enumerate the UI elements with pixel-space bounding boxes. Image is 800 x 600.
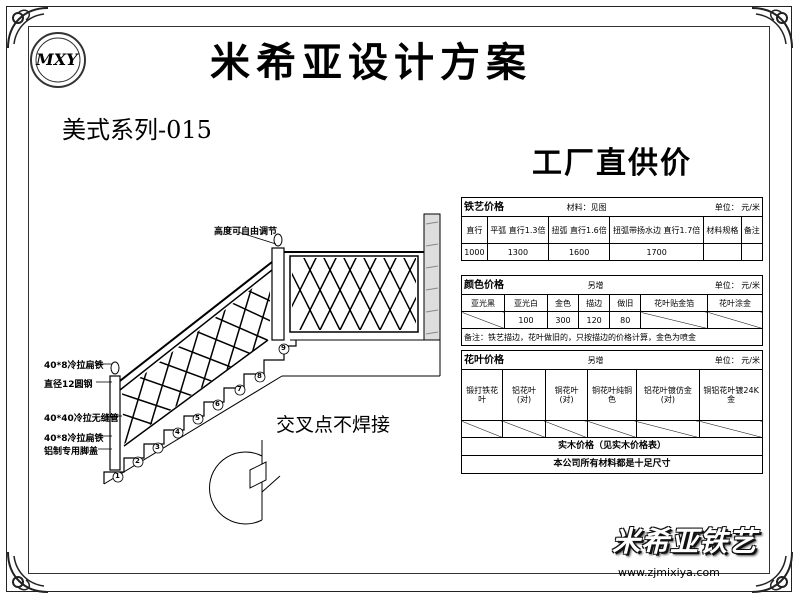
factory-price-heading: 工厂直供价 [532, 146, 692, 181]
step-number: 9 [281, 344, 286, 352]
step-number: 2 [135, 457, 140, 465]
table-cell [703, 243, 742, 261]
table-cell [699, 420, 763, 438]
wood-price-row: 实木价格（见实木价格表） [461, 437, 763, 456]
flat-bar-label: 40*8冷拉扁铁 [44, 361, 104, 371]
table-cell [544, 420, 589, 438]
flat-bar-label-2: 40*8冷拉扁铁 [44, 434, 104, 444]
step-number: 1 [115, 472, 120, 480]
leaf-price-table: 花叶价格 另增 单位： 元/米 锻打铁花叶 铝花叶 (对) 铜花叶 (对) 铜花… [460, 350, 763, 474]
outer-frame [6, 6, 792, 592]
table-header: 金色 [546, 294, 580, 312]
table-cell: 80 [609, 311, 642, 329]
round-bar-label: 直径12圆钢 [44, 380, 93, 390]
table-header: 花叶贴金箔 [640, 294, 709, 312]
table-header: 铜铝花叶镀24K金 [699, 369, 763, 421]
table-cell [640, 311, 709, 329]
table-cell [460, 420, 504, 438]
corner-ornament-icon [751, 7, 793, 49]
table-cell [707, 311, 763, 329]
table-cell: 300 [546, 311, 580, 329]
table-cell: 1700 [609, 243, 705, 261]
table-cell: 1600 [548, 243, 611, 261]
website-url: www.zjmixiya.com [618, 566, 720, 579]
corner-ornament-icon [751, 551, 793, 593]
table-cell [587, 420, 637, 438]
brand-logo-text: 米希亚铁艺 [612, 525, 758, 558]
material-note-row: 本公司所有材料都是十足尺寸 [461, 455, 763, 474]
table-header: 扭弧带扬水边 直行1.7倍 [609, 216, 705, 244]
step-number: 8 [257, 372, 262, 380]
table-header: 铜花叶 (对) [544, 369, 589, 421]
table-header: 扭弧 直行1.6倍 [548, 216, 611, 244]
table-header: 锻打铁花叶 [460, 369, 504, 421]
table-header: 铝花叶 (对) [502, 369, 546, 421]
page-title: 米希亚设计方案 [210, 39, 532, 86]
color-price-table: 颜色价格 另增 单位： 元/米 亚光黑 亚光白 金色 描边 做旧 花叶贴金箔 花… [461, 275, 763, 346]
table-header: 平弧 直行1.3倍 [486, 216, 550, 244]
table-cell: 1000 [461, 243, 488, 261]
table-header: 花叶涂金 [707, 294, 763, 312]
table-cell: 1300 [486, 243, 550, 261]
step-number: 3 [155, 443, 160, 451]
table-header: 亚光白 [503, 294, 548, 312]
model-name: 美式系列-015 [62, 116, 212, 144]
step-number: 5 [195, 414, 200, 422]
price-table: 铁艺价格 材料：见图 单位： 元/米 直行 平弧 直行1.3倍 扭弧 直行1.6… [461, 197, 764, 261]
table-header: 铝花叶镀仿金 (对) [635, 369, 701, 421]
leaf-price-header: 花叶价格 另增 单位： 元/米 [461, 350, 763, 370]
cross-point-note: 交叉点不焊接 [276, 414, 391, 436]
color-price-header: 颜色价格 另增 单位： 元/米 [461, 275, 763, 295]
step-number: 6 [215, 400, 220, 408]
table-cell [502, 420, 546, 438]
table-cell: 120 [578, 311, 611, 329]
table-cell: 100 [503, 311, 548, 329]
corner-ornament-icon [7, 7, 49, 49]
table-cell [740, 243, 764, 261]
iron-price-header: 铁艺价格 材料：见图 单位： 元/米 [461, 197, 763, 217]
tube-label: 40*40冷拉无缝管 [44, 414, 119, 424]
table-cell [461, 311, 505, 329]
foot-cover-label: 铝制专用脚盖 [44, 447, 99, 457]
logo-text: MXY [36, 50, 78, 69]
table-header: 做旧 [609, 294, 642, 312]
table-cell [635, 420, 701, 438]
color-note: 备注：铁艺描边，花叶做旧的，只按描边的价格计算，金色为喷金 [461, 328, 763, 346]
table-header: 铜花叶纯铜色 [587, 369, 637, 421]
step-number: 7 [237, 385, 242, 393]
table-header: 亚光黑 [461, 294, 505, 312]
table-header: 材料规格 [703, 216, 742, 244]
table-header: 描边 [578, 294, 611, 312]
inner-frame [28, 26, 770, 574]
height-note: 高度可自由调节 [214, 227, 278, 237]
table-header: 备注 [740, 216, 764, 244]
step-number: 4 [175, 428, 180, 436]
mxy-logo-icon [30, 32, 86, 88]
corner-ornament-icon [7, 551, 49, 593]
table-header: 直行 [461, 216, 488, 244]
